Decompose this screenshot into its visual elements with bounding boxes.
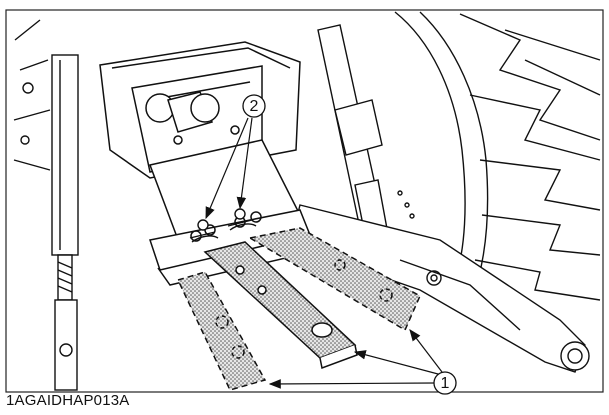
- hitch-pins: [189, 208, 257, 243]
- tractor-tire: [394, 11, 601, 301]
- drawbar-right-dashed: [247, 227, 421, 332]
- drawbars: [176, 227, 421, 391]
- callout-2-label: 2: [250, 98, 259, 115]
- drawbar-center-solid: [203, 241, 358, 370]
- hitch-pin-left: [189, 219, 219, 243]
- drawbar-left-dashed: [176, 271, 267, 391]
- drawbar-bracket: [148, 139, 322, 286]
- callout-2: 2: [205, 94, 266, 220]
- left-lift-rod: [13, 19, 79, 391]
- callout-1-label: 1: [441, 375, 450, 392]
- figure-code: 1AGAIDHAP013A: [6, 392, 130, 409]
- hitch-pin-right: [227, 208, 257, 231]
- callout-1: 1: [268, 329, 457, 395]
